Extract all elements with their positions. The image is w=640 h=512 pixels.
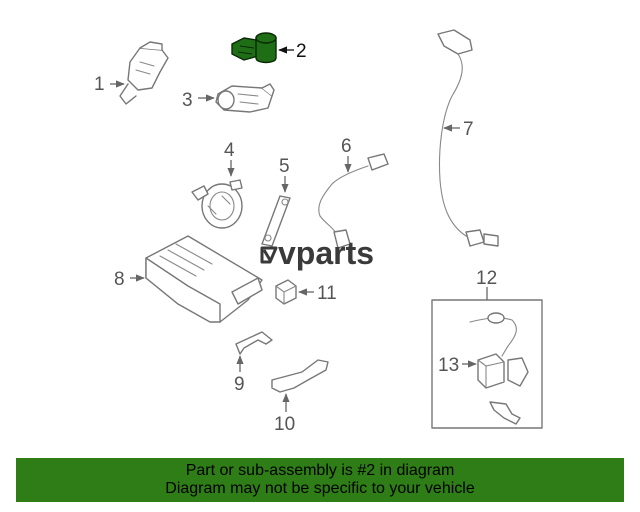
banner-line-1: Part or sub-assembly is #2 in diagram [185,462,455,479]
part-6-oxygen-sensor[interactable]: 6 [318,136,389,249]
vparts-logo: vparts [260,235,374,271]
callout-11: 11 [317,283,337,304]
part-4-sensor[interactable]: 4 [191,140,243,229]
part-3-sensor[interactable]: 3 [182,83,275,113]
callout-7: 7 [463,119,474,140]
part-5-bracket[interactable]: 5 [261,156,291,247]
watermark-text: vparts [278,235,374,271]
callout-5: 5 [279,156,290,177]
part-8-module[interactable]: 8 [114,235,263,323]
callout-10: 10 [274,414,295,435]
callout-2: 2 [296,41,307,62]
callout-3: 3 [182,90,193,111]
callout-9: 9 [234,374,245,395]
callout-6: 6 [341,136,352,157]
part-12-sub-assembly[interactable]: 12 [431,268,543,429]
part-9-clip[interactable]: 9 [234,331,273,395]
part-1-sensor[interactable]: 1 [94,41,169,105]
part-7-oxygen-sensor[interactable]: 7 [437,29,499,247]
callout-12: 12 [476,268,497,289]
part-13-module[interactable]: 13 [438,353,505,389]
callout-1: 1 [94,74,105,95]
callout-4: 4 [224,140,235,161]
part-2-knock-sensor[interactable]: 2 [231,32,307,64]
callout-8: 8 [114,269,125,290]
part-11-block[interactable]: 11 [275,279,337,305]
part-10-bracket[interactable]: 10 [271,359,329,435]
info-banner: Part or sub-assembly is #2 in diagram Di… [16,458,624,502]
callout-13: 13 [438,355,459,376]
banner-line-2: Diagram may not be specific to your vehi… [165,480,475,497]
